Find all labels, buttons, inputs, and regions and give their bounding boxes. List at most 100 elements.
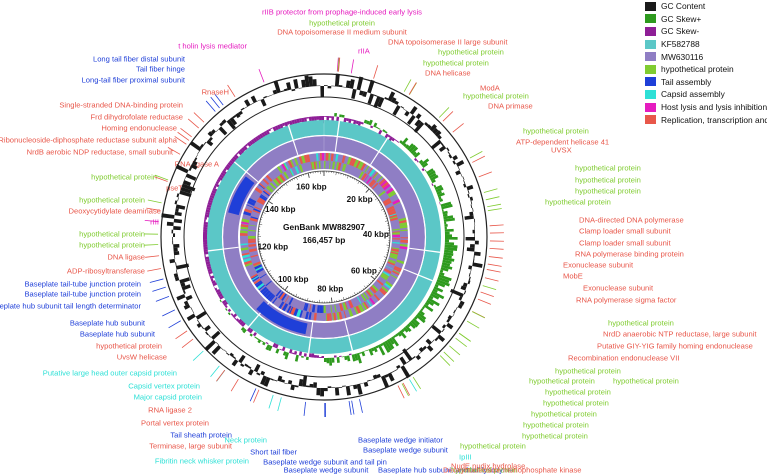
annotation-leader-line [147,199,162,204]
gc-skew-positive-bar [431,290,445,300]
gc-content-bar [173,233,176,237]
cds-block [363,292,369,300]
coordinate-tick [360,182,362,185]
coordinate-tick [270,275,273,277]
gc-content-bar [161,213,175,219]
coordinate-tick [263,262,265,264]
genome-center: GenBank MW882907 166,457 bp [283,222,365,245]
annotation-leader-line [210,96,220,109]
gc-skew-positive-bar [441,204,453,210]
cds-block [330,313,332,321]
gc-skew-negative-bar [216,178,221,183]
gc-skew-positive-bar [430,293,440,300]
coordinate-tick [273,278,276,281]
cds-block [371,284,379,292]
annotation-leader-line [408,82,417,95]
gc-content-bar [422,345,427,351]
gc-content-bar [175,269,178,274]
cds-block [290,307,296,316]
coordinate-tick [374,196,377,198]
gc-skew-positive-bar [395,333,399,337]
cds-block [281,163,287,172]
annotation-leader-line [442,111,454,122]
cds-block [378,190,386,197]
gc-skew-negative-bar [246,142,252,147]
cds-block [253,278,261,285]
cds-block [311,304,316,313]
gene-annotation-label: pseT [166,184,183,193]
cds-block [244,262,253,267]
cds-block [282,303,289,312]
annotation-leader-line [452,123,464,133]
gc-content-bar [211,345,222,355]
cds-block [275,289,282,297]
cds-block [392,231,400,233]
gc-skew-negative-bar [324,116,327,117]
gc-skew-positive-bar [442,259,452,265]
gene-annotation-label: Single-stranded DNA-binding protein [59,101,183,110]
gc-content-bar [273,379,278,382]
gc-skew-negative-bar [384,133,389,139]
cds-block [387,190,395,197]
annotation-leader-line [210,365,220,377]
gc-skew-positive-bar [439,269,444,273]
cds-block [254,206,262,211]
gc-skew-negative-bar [360,121,364,125]
gc-content-bar [244,363,249,368]
coordinate-tick [299,297,301,299]
gene-annotation-label: RNA polymerase sigma factor [576,296,677,305]
gc-content-bar [177,197,179,202]
cds-block [241,221,249,225]
gc-skew-negative-bar [313,354,317,358]
cds-block [380,275,387,281]
cds-block [241,218,250,223]
gc-content-bar [208,136,213,142]
cds-block [389,213,397,217]
gene-annotation-label: Long tail fiber distal subunit [93,55,186,64]
gc-content-bar [446,322,454,330]
annotation-leader-line [268,394,274,409]
gc-skew-positive-bar [432,288,438,293]
gene-annotation-labels: rIIB protector from prophage-induced ear… [0,8,757,475]
cds-block [369,286,377,294]
gc-skew-positive-bar [420,158,430,166]
cds-block [384,282,392,290]
annotation-leader-line [472,311,485,319]
gc-content-bar [320,387,324,397]
annotation-leader-line [459,332,471,342]
gc-skew-negative-bar [210,278,214,282]
gc-skew-positive-bar [427,170,436,177]
coordinate-tick [348,296,350,299]
gc-skew-positive-bar [363,350,367,352]
annotation-leader-line [168,320,181,329]
cds-block [248,224,257,227]
gc-content-bar [179,277,191,284]
cds-block [244,208,253,213]
cds-block [372,171,378,179]
cds-block [254,264,263,270]
cds-block [319,305,323,313]
gc-skew-negative-bar [211,280,216,284]
gc-skew-negative-bar [378,129,383,135]
coordinate-tick [383,261,386,263]
coordinate-tick [267,203,269,205]
cds-block [288,297,294,306]
gc-content-bar [353,384,358,390]
gc-content-bar [342,385,346,387]
gc-skew-negative-bar [311,353,315,358]
cds-block [388,259,396,263]
cds-block [343,155,346,164]
kbp-tick-label: 20 kbp [347,195,373,204]
cds-block [272,178,280,187]
cds-block [353,306,359,315]
cds-block [298,164,304,173]
cds-block [400,237,408,239]
coordinate-tick [357,181,360,184]
gene-annotation-label: hypothetical protein [79,196,145,205]
gc-content-bar [204,339,216,352]
gc-skew-positive-bar [440,201,452,207]
gc-content-bar [182,180,192,187]
gc-content-bar [452,154,458,161]
cds-block [265,291,273,300]
cds-block [256,283,265,290]
